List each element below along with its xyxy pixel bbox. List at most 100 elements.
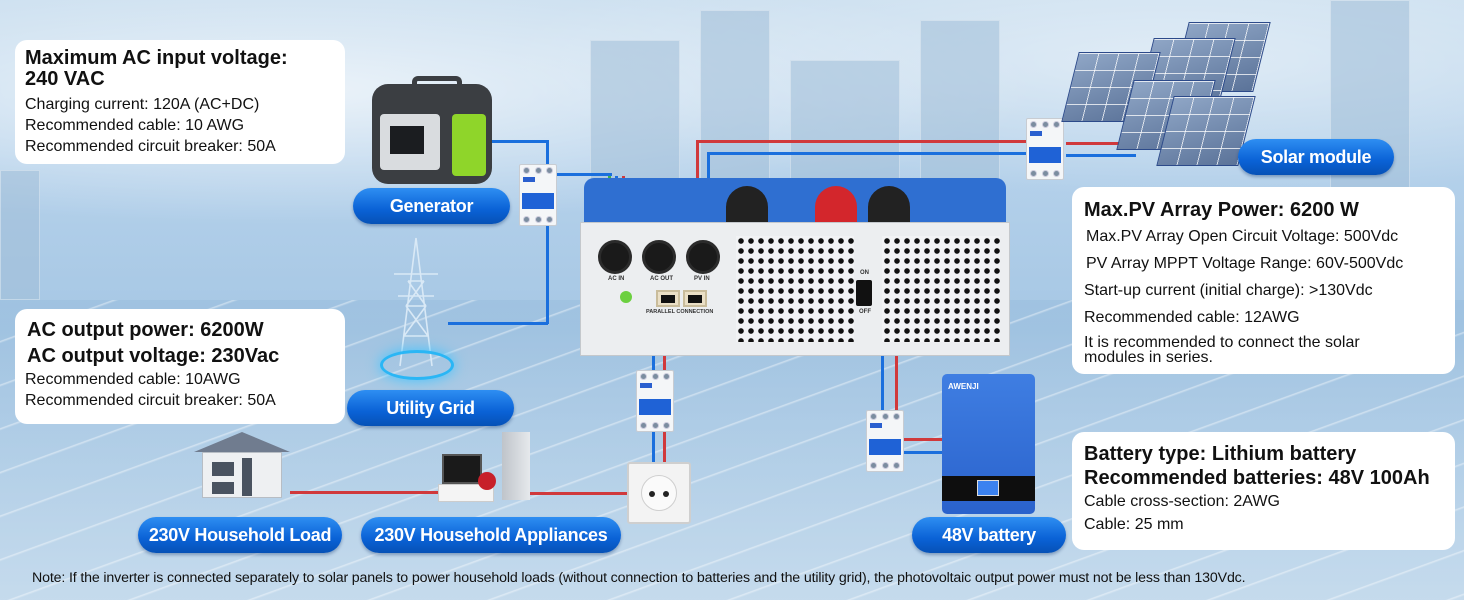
series-note-line1: It is recommended to connect the solar: [1084, 334, 1360, 351]
wire-grid-neutral: [448, 322, 548, 325]
switch-on-label: ON: [860, 270, 869, 276]
house-window: [212, 482, 234, 494]
spec-line: Start-up current (initial charge): >130V…: [1084, 282, 1373, 299]
wire-solar-negative: [1066, 154, 1136, 157]
house-roof: [194, 432, 290, 452]
spec-line: Recommended cable: 10 AWG: [25, 117, 245, 134]
circuit-breaker-solar[interactable]: [1026, 118, 1064, 180]
ac-input-heading: Maximum AC input voltage:: [25, 47, 288, 69]
wire-load-live: [290, 491, 440, 494]
wire-socket-live: [663, 432, 666, 464]
battery-label: 48V battery: [912, 517, 1066, 553]
wire-generator-neutral: [490, 140, 548, 143]
spec-line: Cable cross-section: 2AWG: [1084, 493, 1280, 510]
ac-input-spec-card: Maximum AC input voltage: 240 VAC Chargi…: [15, 40, 345, 164]
breaker-brand-label: [640, 383, 652, 388]
generator-icon: [372, 76, 492, 184]
breaker-brand-label: [1030, 131, 1042, 136]
household-appliances-label: 230V Household Appliances: [361, 517, 621, 553]
battery-brand: AWENJI: [948, 382, 979, 391]
fridge: [502, 432, 530, 500]
wire-solar-positive: [1066, 142, 1136, 145]
breaker-toggle[interactable]: [1029, 147, 1061, 163]
hybrid-inverter: AC IN AC OUT PV IN PARALLEL CONNECTION O…: [580, 178, 1010, 356]
spec-line: Max.PV Array Open Circuit Voltage: 500Vd…: [1086, 228, 1399, 245]
generator-handle: [412, 76, 462, 90]
household-load-label: 230V Household Load: [138, 517, 342, 553]
solar-module-label: Solar module: [1238, 139, 1394, 175]
wire-appliances-live: [530, 492, 628, 495]
ac-output-spec-card: AC output power: 6200W AC output voltage…: [15, 309, 345, 424]
transmission-tower-icon: [394, 237, 438, 367]
ac-output-voltage-heading: AC output voltage: 230Vac: [27, 345, 280, 367]
wire-grid-neutral: [546, 224, 549, 324]
spec-line: Recommended cable: 10AWG: [25, 371, 241, 388]
breaker-toggle[interactable]: [869, 439, 901, 455]
utility-grid-label: Utility Grid: [347, 390, 514, 426]
terminal-screws: [870, 462, 900, 469]
pv-in-label: PV IN: [694, 276, 710, 282]
parallel-connection-label: PARALLEL CONNECTION: [646, 309, 714, 315]
generator-label: Generator: [353, 188, 510, 224]
ac-in-label: AC IN: [608, 276, 625, 282]
battery-gland: [868, 186, 910, 222]
spec-line: Charging current: 120A (AC+DC): [25, 96, 260, 113]
wire-acin-neutral: [548, 173, 612, 176]
cooling-fan-grille: [882, 236, 1000, 342]
pv-power-heading: Max.PV Array Power: 6200 W: [1084, 199, 1359, 221]
ac-in-port: [598, 240, 632, 274]
wire-socket-neutral: [652, 432, 655, 464]
series-note-line2: modules in series.: [1084, 349, 1213, 366]
house-icon: [192, 432, 292, 502]
footnote: Note: If the inverter is connected separ…: [32, 570, 1246, 586]
ac-out-port: [642, 240, 676, 274]
breaker-toggle[interactable]: [639, 399, 671, 415]
circuit-breaker-generator[interactable]: [519, 164, 557, 226]
energy-ring-icon: [380, 350, 454, 380]
circuit-breaker-battery[interactable]: [866, 410, 904, 472]
terminal-screws: [523, 216, 553, 223]
generator-screen: [390, 126, 424, 154]
battery-lcd: [977, 480, 999, 496]
wire-generator-neutral: [546, 140, 549, 168]
lithium-battery: AWENJI: [942, 374, 1035, 514]
status-sticker: [620, 291, 632, 303]
spec-line: Recommended circuit breaker: 50A: [25, 138, 276, 155]
switch-off-label: OFF: [859, 309, 871, 315]
terminal-screws: [1030, 170, 1060, 177]
wire-battery-positive: [898, 438, 944, 441]
cooling-fan-grille: [736, 236, 854, 342]
gift-bow: [478, 472, 496, 490]
ac-input-heading-value: 240 VAC: [25, 68, 105, 90]
circuit-breaker-ac-output[interactable]: [636, 370, 674, 432]
wall-socket-icon: [627, 462, 691, 524]
spec-line: PV Array MPPT Voltage Range: 60V-500Vdc: [1086, 255, 1404, 272]
spec-line: Cable: 25 mm: [1084, 516, 1184, 533]
ac-output-power-heading: AC output power: 6200W: [27, 319, 264, 341]
building: [0, 170, 40, 300]
terminal-screws: [1030, 121, 1060, 128]
house-column: [242, 458, 252, 496]
wire-battery-negative: [898, 451, 944, 454]
spec-line: Recommended circuit breaker: 50A: [25, 392, 276, 409]
generator-outlet-panel: [452, 114, 486, 176]
socket-face: [641, 475, 677, 511]
house-window: [212, 462, 234, 476]
household-appliances-icon: [438, 432, 530, 504]
ac-out-label: AC OUT: [650, 276, 673, 282]
battery-negative-gland: [726, 186, 768, 222]
battery-positive-gland: [815, 186, 857, 222]
battery-spec-card: Battery type: Lithium battery Recommende…: [1072, 432, 1455, 550]
parallel-port-2[interactable]: [683, 290, 707, 307]
power-switch[interactable]: [856, 280, 872, 306]
spec-line: Recommended cable: 12AWG: [1084, 309, 1300, 326]
pv-spec-card: Max.PV Array Power: 6200 W Max.PV Array …: [1072, 187, 1455, 374]
terminal-screws: [640, 422, 670, 429]
parallel-port-1[interactable]: [656, 290, 680, 307]
breaker-toggle[interactable]: [522, 193, 554, 209]
terminal-screws: [870, 413, 900, 420]
terminal-screws: [523, 167, 553, 174]
wire-pv-positive: [696, 140, 1028, 143]
breaker-brand-label: [523, 177, 535, 182]
breaker-brand-label: [870, 423, 882, 428]
